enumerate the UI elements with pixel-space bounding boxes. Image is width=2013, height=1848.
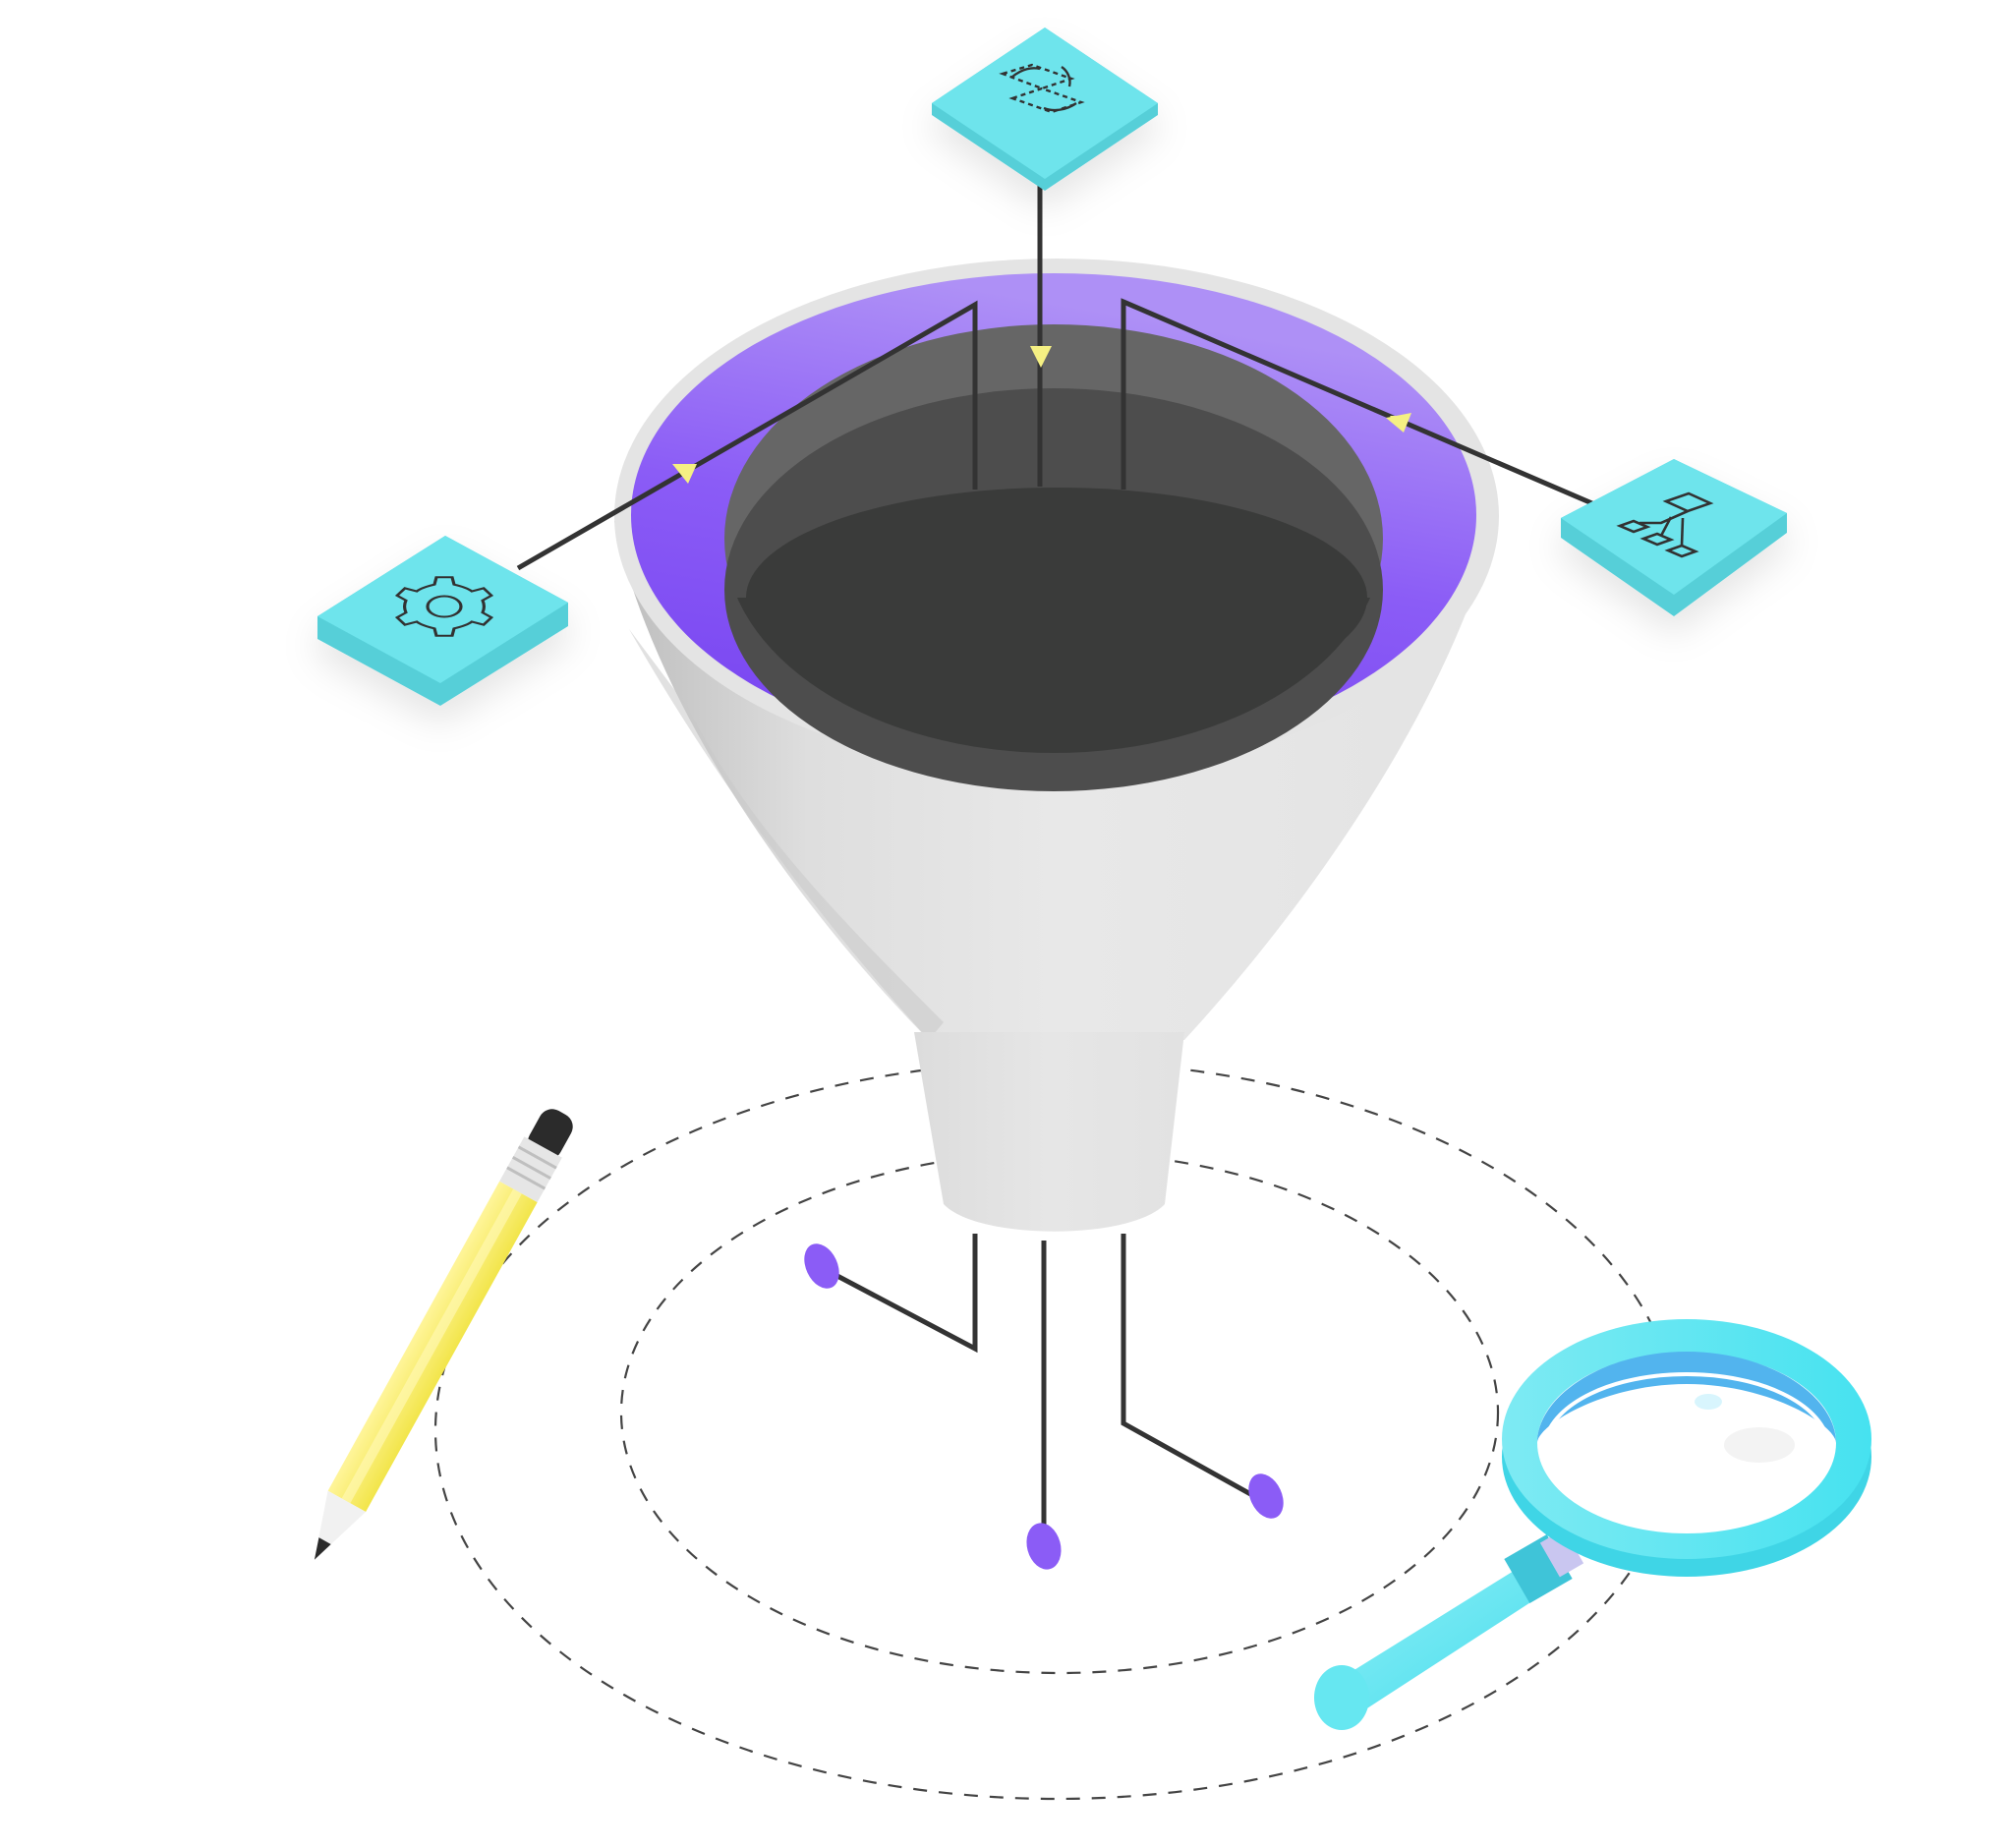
database-schema-icon — [999, 63, 1085, 114]
magnifying-glass — [1314, 1319, 1871, 1730]
arrow-right-head — [1386, 413, 1411, 433]
magnifying-glass-icon — [1314, 1319, 1871, 1730]
output-dot-left — [804, 1243, 839, 1289]
pencil — [314, 1109, 573, 1560]
arrow-left — [672, 464, 697, 484]
top-source-tile — [932, 28, 1158, 191]
right-source-tile — [1561, 459, 1787, 616]
input-connectors — [516, 175, 1595, 571]
output-dot-center — [1026, 1523, 1062, 1570]
hierarchy-tree-icon — [1616, 491, 1714, 558]
funnel-cone-shade — [629, 629, 944, 1040]
pencil-icon — [314, 1109, 573, 1560]
left-source-tile — [317, 536, 568, 706]
output-connectors — [834, 1234, 1256, 1529]
arrow-center — [1030, 346, 1052, 368]
gear-icon — [394, 576, 494, 637]
output-dot-right — [1248, 1473, 1284, 1519]
funnel-spout — [914, 1032, 1184, 1232]
